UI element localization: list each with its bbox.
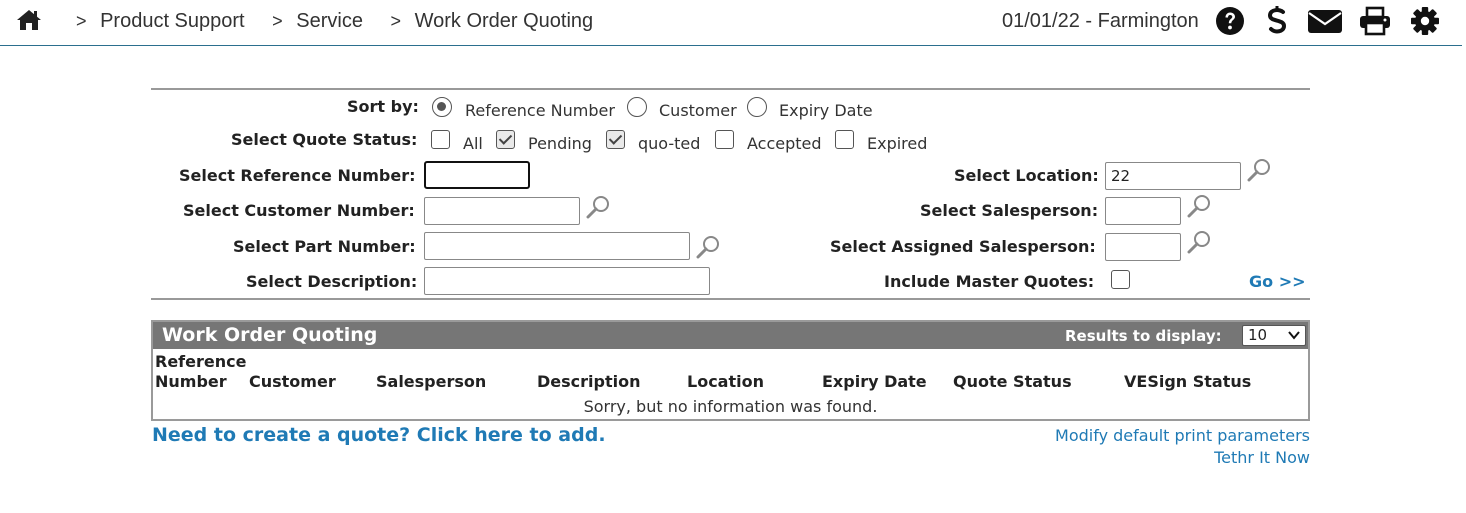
divider <box>151 298 1310 300</box>
divider <box>151 88 1310 90</box>
breadcrumb-current-page: Work Order Quoting <box>414 10 594 32</box>
location-lookup-icon[interactable] <box>1247 157 1273 183</box>
location-input[interactable] <box>1105 162 1241 190</box>
results-panel: Work Order Quoting Results to display: 1… <box>151 320 1310 421</box>
status-accepted-label: Accepted <box>747 134 822 153</box>
column-header-customer[interactable]: Customer <box>249 372 336 391</box>
settings-icon[interactable] <box>1409 6 1441 36</box>
sort-reference-number-radio[interactable] <box>432 97 452 117</box>
breadcrumb-service[interactable]: Service <box>296 10 363 32</box>
results-to-display-value: 10 <box>1248 326 1268 344</box>
salesperson-label: Select Salesperson: <box>920 201 1099 220</box>
include-master-quotes-label: Include Master Quotes: <box>884 272 1095 291</box>
column-header-vesign-status[interactable]: VESign Status <box>1124 372 1252 391</box>
status-all-label: All <box>463 134 483 153</box>
breadcrumb-product-support[interactable]: Product Support <box>100 10 245 32</box>
include-master-quotes-checkbox[interactable] <box>1111 270 1130 289</box>
column-header-line: Reference <box>155 352 247 371</box>
customer-number-input[interactable] <box>424 197 580 225</box>
print-icon[interactable] <box>1359 6 1391 36</box>
breadcrumb-separator: > <box>76 11 87 31</box>
quote-status-label: Select Quote Status: <box>231 130 418 149</box>
status-expired-label: Expired <box>867 134 928 153</box>
column-header-location[interactable]: Location <box>687 372 764 391</box>
description-label: Select Description: <box>246 272 418 291</box>
status-all-checkbox[interactable] <box>431 130 450 149</box>
results-to-display-label: Results to display: <box>1065 327 1222 345</box>
mail-icon[interactable] <box>1307 6 1343 36</box>
status-quoted-label: quo-ted <box>638 134 701 153</box>
status-pending-label: Pending <box>528 134 592 153</box>
customer-lookup-icon[interactable] <box>586 194 612 220</box>
breadcrumb: > Product Support > Service > Work Order… <box>76 10 615 33</box>
assigned-salesperson-input[interactable] <box>1105 233 1181 261</box>
reference-number-input[interactable] <box>424 161 530 189</box>
add-quote-link[interactable]: Need to create a quote? Click here to ad… <box>152 424 606 446</box>
salesperson-input[interactable] <box>1105 197 1181 225</box>
home-icon[interactable] <box>16 9 42 31</box>
empty-results-message: Sorry, but no information was found. <box>583 397 878 416</box>
status-pending-checkbox[interactable] <box>496 130 515 149</box>
status-expired-checkbox[interactable] <box>835 130 854 149</box>
part-number-input[interactable] <box>424 232 690 260</box>
part-number-label: Select Part Number: <box>233 237 416 256</box>
breadcrumb-separator: > <box>390 11 402 31</box>
sort-expiry-date-radio[interactable] <box>747 97 767 117</box>
status-accepted-checkbox[interactable] <box>715 130 734 149</box>
column-header-expiry-date[interactable]: Expiry Date <box>822 372 927 391</box>
column-header-line: Number <box>155 372 227 391</box>
chevron-down-icon <box>1288 331 1300 340</box>
column-header-reference-number[interactable]: Reference Number <box>155 352 246 392</box>
column-header-description[interactable]: Description <box>537 372 641 391</box>
description-input[interactable] <box>424 267 710 295</box>
assigned-salesperson-label: Select Assigned Salesperson: <box>830 237 1096 256</box>
sort-by-label: Sort by: <box>347 97 419 116</box>
reference-number-label: Select Reference Number: <box>179 166 416 185</box>
column-header-quote-status[interactable]: Quote Status <box>953 372 1072 391</box>
modify-print-parameters-link[interactable]: Modify default print parameters <box>1055 426 1310 445</box>
sort-customer-radio[interactable] <box>627 97 647 117</box>
assigned-salesperson-lookup-icon[interactable] <box>1187 229 1213 255</box>
vesign-icon[interactable] <box>1261 6 1293 36</box>
tethr-it-now-link[interactable]: Tethr It Now <box>1214 448 1310 467</box>
results-title: Work Order Quoting <box>162 324 378 346</box>
results-header: Work Order Quoting Results to display: 1… <box>153 322 1308 349</box>
results-to-display-select[interactable]: 10 <box>1242 325 1306 346</box>
customer-number-label: Select Customer Number: <box>183 201 415 220</box>
top-bar: > Product Support > Service > Work Order… <box>0 0 1462 46</box>
location-label: Select Location: <box>954 166 1099 185</box>
sort-reference-number-label: Reference Number <box>465 101 615 120</box>
sort-customer-label: Customer <box>659 101 737 120</box>
help-icon[interactable] <box>1214 6 1246 36</box>
sort-expiry-date-label: Expiry Date <box>779 101 873 120</box>
breadcrumb-separator: > <box>272 11 283 31</box>
column-header-salesperson[interactable]: Salesperson <box>376 372 487 391</box>
salesperson-lookup-icon[interactable] <box>1187 193 1213 219</box>
date-location: 01/01/22 - Farmington <box>1002 10 1199 32</box>
status-quoted-checkbox[interactable] <box>606 130 625 149</box>
part-lookup-icon[interactable] <box>696 234 722 260</box>
go-button[interactable]: Go >> <box>1249 272 1306 291</box>
